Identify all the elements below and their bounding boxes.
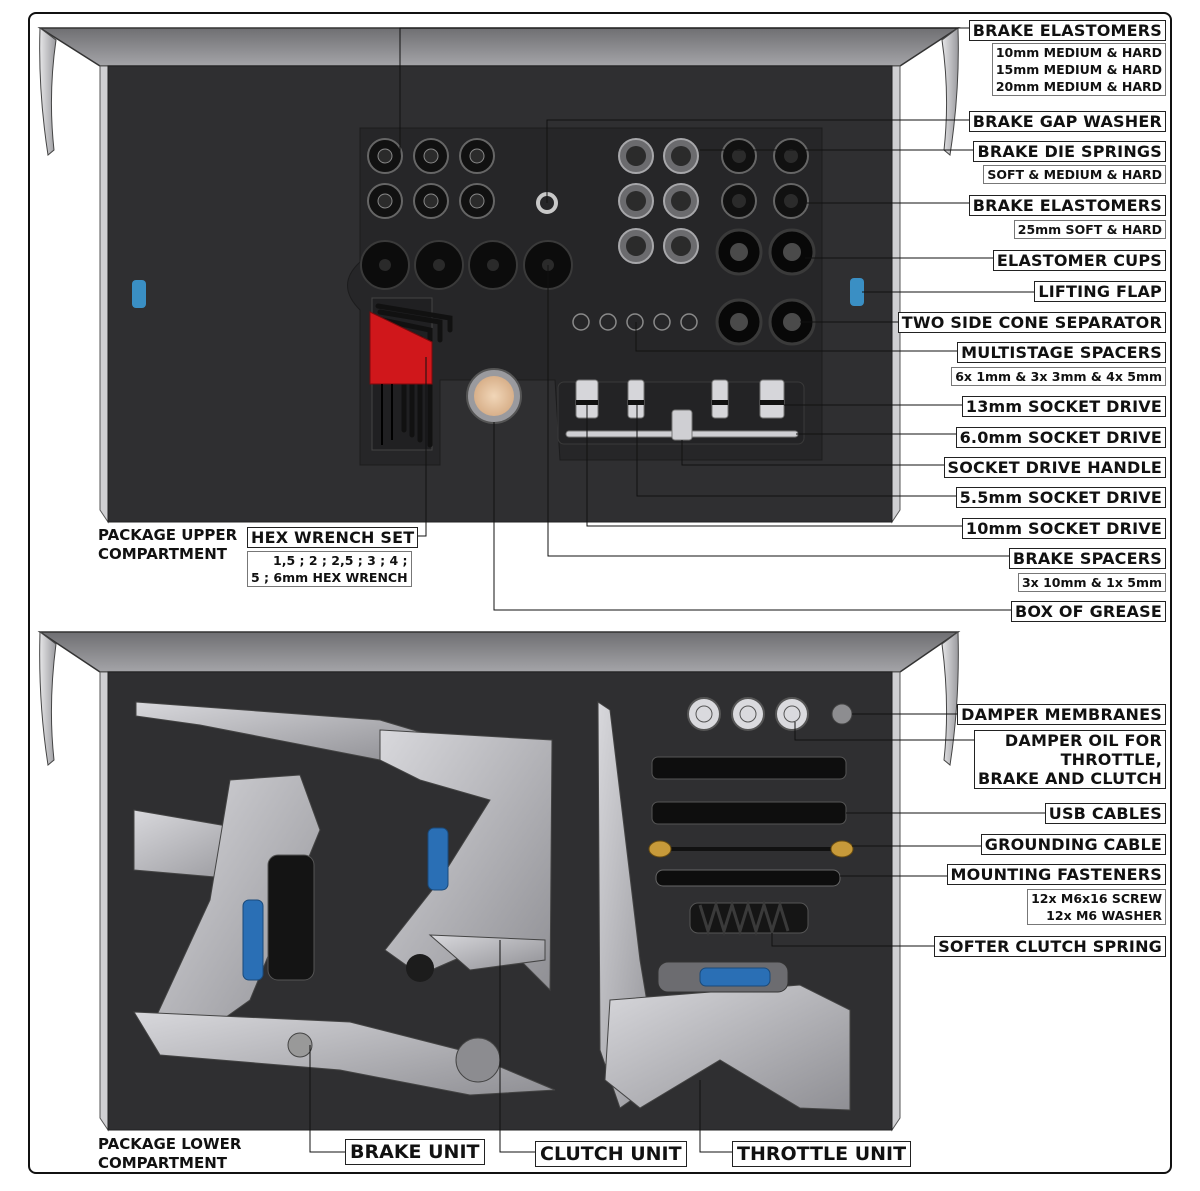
hex-wrench-set <box>369 297 453 451</box>
callout-brake-die-springs-details: SOFT & MEDIUM & HARD <box>983 165 1166 184</box>
upper-compartment-title: PACKAGE UPPER COMPARTMENT <box>98 526 237 564</box>
detail-line: 5 ; 6mm HEX WRENCH <box>251 570 408 585</box>
title-line: PACKAGE UPPER <box>98 526 238 544</box>
callout-hex-wrench-set: HEX WRENCH SET <box>247 527 419 548</box>
label-line: THROTTLE, <box>1060 750 1162 769</box>
detail-line: 12x M6x16 SCREW <box>1031 891 1162 906</box>
callout-socket-drive-handle: SOCKET DRIVE HANDLE <box>943 457 1166 478</box>
detail-line: 15mm MEDIUM & HARD <box>995 62 1162 77</box>
callout-mounting-fasteners-details: 12x M6x16 SCREW 12x M6 WASHER <box>1027 889 1166 925</box>
callout-multistage-spacers-details: 6x 1mm & 3x 3mm & 4x 5mm <box>951 367 1166 386</box>
label-line: BRAKE AND CLUTCH <box>977 769 1162 788</box>
brake-unit-illustration <box>133 774 556 1096</box>
title-line: COMPARTMENT <box>98 1154 227 1172</box>
lifting-flap-left <box>132 280 146 308</box>
lifting-flap-right <box>850 278 864 306</box>
callout-brake-elastomers-1: BRAKE ELASTOMERS <box>968 20 1166 41</box>
multistage-spacers <box>572 313 698 331</box>
detail-line: 1,5 ; 2 ; 2,5 ; 3 ; 4 ; <box>273 553 408 568</box>
callout-multistage-spacers: MULTISTAGE SPACERS <box>957 342 1166 363</box>
softer-clutch-spring <box>689 899 809 937</box>
callout-brake-elastomers-2-details: 25mm SOFT & HARD <box>1013 220 1166 239</box>
callout-hex-wrench-set-details: 1,5 ; 2 ; 2,5 ; 3 ; 4 ; 5 ; 6mm HEX WREN… <box>247 551 412 587</box>
callout-lifting-flap: LIFTING FLAP <box>1034 281 1166 302</box>
detail-line: 10mm MEDIUM & HARD <box>995 45 1162 60</box>
throttle-unit-illustration <box>597 701 851 1111</box>
callout-softer-clutch-spring: SOFTER CLUTCH SPRING <box>934 936 1166 957</box>
callout-box-of-grease: BOX OF GREASE <box>1010 601 1166 622</box>
detail-line: 20mm MEDIUM & HARD <box>995 79 1162 94</box>
label-line: DAMPER OIL FOR <box>1004 731 1162 750</box>
box-of-grease <box>466 368 522 424</box>
callout-5-5mm-socket-drive: 5.5mm SOCKET DRIVE <box>955 487 1166 508</box>
callout-10mm-socket-drive: 10mm SOCKET DRIVE <box>961 518 1166 539</box>
callout-clutch-unit: CLUTCH UNIT <box>535 1141 687 1167</box>
lower-leader-lines <box>309 713 1050 1153</box>
callout-usb-cables: USB CABLES <box>1044 803 1166 824</box>
mounting-fasteners <box>655 869 841 887</box>
lower-compartment-title: PACKAGE LOWER COMPARTMENT <box>98 1135 241 1173</box>
upper-tray <box>37 27 1044 611</box>
callout-brake-spacers-details: 3x 10mm & 1x 5mm <box>1017 573 1166 592</box>
callout-brake-elastomers-2: BRAKE ELASTOMERS <box>968 195 1166 216</box>
upper-leader-lines <box>399 27 1044 611</box>
callout-damper-membranes: DAMPER MEMBRANES <box>957 704 1166 725</box>
grounding-cable <box>648 840 854 858</box>
callout-13mm-socket-drive: 13mm SOCKET DRIVE <box>961 396 1166 417</box>
callout-6mm-socket-drive: 6.0mm SOCKET DRIVE <box>955 427 1166 448</box>
damper-oil-bottle <box>831 703 853 725</box>
damper-membranes <box>687 697 809 731</box>
callout-mounting-fasteners: MOUNTING FASTENERS <box>946 864 1166 885</box>
usb-cables <box>651 756 847 825</box>
callout-brake-gap-washer: BRAKE GAP WASHER <box>968 111 1166 132</box>
socket-drive-kit <box>557 379 805 445</box>
clutch-unit-illustration <box>135 701 553 992</box>
callout-brake-spacers: BRAKE SPACERS <box>1008 548 1166 569</box>
callout-brake-elastomers-1-details: 10mm MEDIUM & HARD 15mm MEDIUM & HARD 20… <box>991 43 1166 96</box>
title-line: PACKAGE LOWER <box>98 1135 242 1153</box>
callout-grounding-cable: GROUNDING CABLE <box>980 834 1166 855</box>
lower-tray <box>37 631 1050 1153</box>
callout-brake-unit: BRAKE UNIT <box>345 1139 485 1165</box>
detail-line: 12x M6 WASHER <box>1046 908 1162 923</box>
callout-throttle-unit: THROTTLE UNIT <box>732 1141 912 1167</box>
callout-damper-oil: DAMPER OIL FOR THROTTLE, BRAKE AND CLUTC… <box>973 730 1166 789</box>
callout-brake-die-springs: BRAKE DIE SPRINGS <box>973 141 1166 162</box>
callout-elastomer-cups: ELASTOMER CUPS <box>992 250 1166 271</box>
callout-two-side-cone-separator: TWO SIDE CONE SEPARATOR <box>897 312 1166 333</box>
title-line: COMPARTMENT <box>98 545 227 563</box>
brake-die-springs <box>618 138 699 264</box>
outer-frame <box>28 12 1172 1174</box>
